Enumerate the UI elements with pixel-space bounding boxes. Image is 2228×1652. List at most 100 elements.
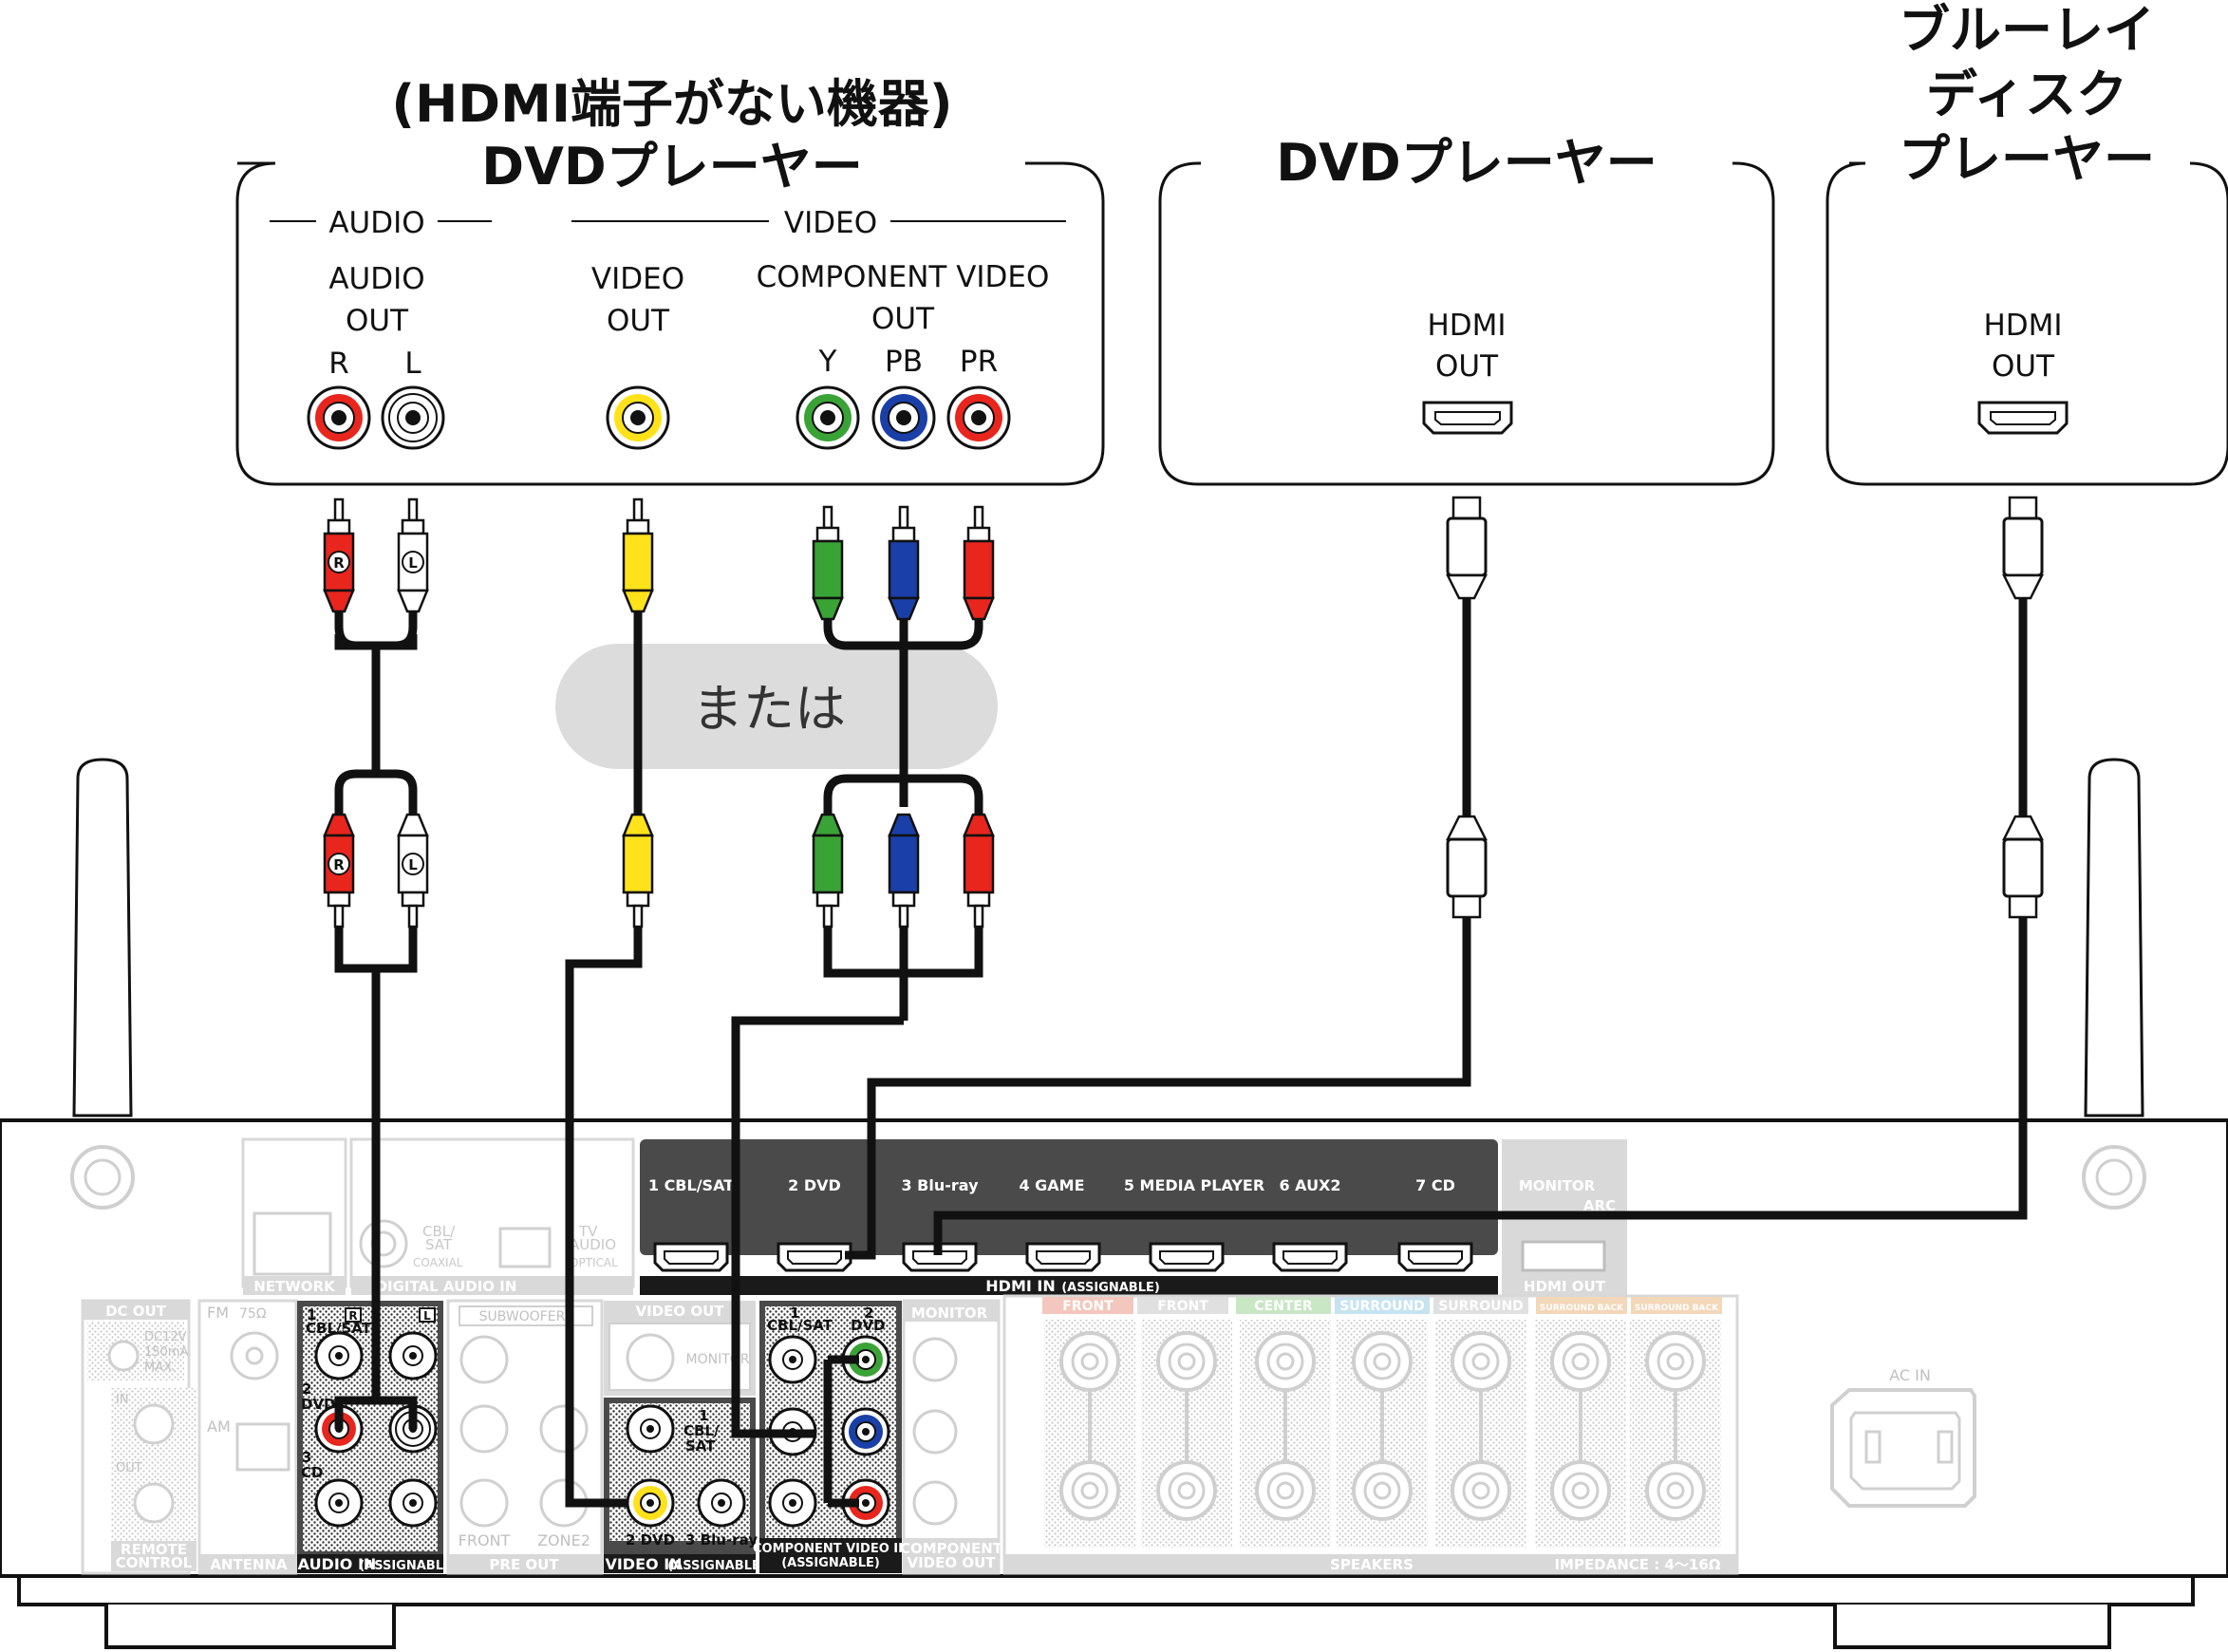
hdmi-in-port-4: 4 GAME [1019,1176,1101,1272]
dvd-analog-title-line2: DVDプレーヤー [481,137,862,197]
cables [334,579,2028,1508]
jack-audio-l [381,385,445,450]
bluray-box [1825,161,2228,486]
subwoofer-label: SUBWOOFER [479,1309,566,1324]
bluray-title-line1: ブルーレイ [1899,0,2155,60]
speaker-group-2: FRONT [1137,1297,1228,1314]
bluray-port-label-1: HDMI [1983,309,2062,343]
svg-text:L: L [408,856,418,873]
plug-hdmi-dvd-top [1445,496,1488,600]
or-bubble [555,644,998,769]
hdmi-in-port-label: 3 Blu-ray [901,1176,979,1194]
comp-in-2-jack-pr [841,1478,890,1528]
speaker-terminal-4 [1337,1320,1428,1548]
comp-in-1-jack-1 [768,1335,817,1384]
bluray-title-line3: プレーヤー [1899,129,2155,189]
audio-in-row1: CBL/SAT [306,1320,372,1337]
ac-in-label: AC IN [1889,1366,1931,1384]
speaker-group-1: FRONT [1042,1297,1133,1314]
speaker-group-label: SURROUND BACK [1635,1304,1719,1313]
dvd-analog-title-line1: (HDMI端子がない機器) [391,74,952,134]
group-video-label: VIDEO [784,206,877,240]
or-label: または [692,679,846,739]
hdmi-out-label: HDMI OUT [1524,1278,1606,1295]
comp-y-label: Y [818,345,837,379]
remote-out-label: OUT [116,1461,142,1475]
dvd-hdmi-port-icon [1422,401,1513,435]
audio-in-r-badge: R [348,1309,357,1323]
speaker-group-label: SURROUND [1339,1299,1425,1314]
video-in-jack-3 [697,1478,746,1528]
audio-in-jack-l-1 [388,1331,438,1380]
optical-label: OPTICAL [570,1256,618,1269]
jack-comp-pb [871,385,936,450]
audio-in-row1-num: 1 [307,1306,316,1323]
fm-label: FM [207,1304,229,1322]
front-preout-label: FRONT [459,1531,511,1549]
audio-out-label-2: OUT [346,304,409,338]
network-label: NETWORK [253,1278,336,1295]
comp-in-assignable: (ASSIGNABLE) [781,1556,880,1570]
receiver: NETWORK CBL/ SAT COAXIAL TV AUDIO OPTICA… [0,758,2228,1649]
hdmi-in-port-3: 3 Blu-ray [901,1176,979,1272]
group-audio-label: AUDIO [328,206,424,240]
pre-out-label: PRE OUT [489,1556,559,1573]
speaker-group-3: CENTER [1236,1297,1331,1314]
dvd-hdmi-port-label-1: HDMI [1427,309,1506,343]
hdmi-in-port-6: 6 AUX2 [1272,1176,1348,1272]
plug-audio-r-top: R [323,497,355,613]
component-out-label-2: OUT [871,302,935,336]
plug-comp-pb-bottom [888,813,920,929]
audio-in-l-badge: L [423,1309,431,1323]
impedance-label: IMPEDANCE : 4〜16Ω [1554,1556,1720,1573]
svg-text:R: R [333,554,345,572]
audio-in-row3: CD [301,1464,323,1481]
bluray-port-label-2: OUT [1992,349,2055,384]
bluray-hdmi-port-icon [1977,401,2069,435]
audio-in-jack-r-3 [314,1478,364,1528]
video-in-assignable: (ASSIGNABLE) [667,1559,766,1573]
speaker-terminal-3 [1240,1320,1331,1548]
video-out-label-1: VIDEO [591,262,684,296]
comp-in-1-num: 1 [790,1305,799,1322]
dvd-hdmi-port-label-2: OUT [1435,349,1499,384]
plug-audio-l-bottom: L [397,813,429,929]
comp-pb-label: PB [885,345,923,379]
comp-out-monitor-label: MONITOR [911,1305,988,1322]
video-in-jack-1 [626,1404,675,1454]
optical-label-2: AUDIO [570,1236,616,1253]
speaker-group-label: FRONT [1062,1299,1114,1314]
antenna-label: ANTENNA [210,1556,288,1573]
audio-l-label: L [404,347,421,381]
coaxial-label: COAXIAL [413,1256,463,1269]
jack-comp-pr [946,385,1011,450]
plug-audio-l-top: L [397,497,429,613]
speaker-group-label: SURROUND BACK [1540,1304,1624,1313]
audio-in-row2-num: 2 [302,1380,311,1398]
comp-in-2-jack-y [841,1335,890,1384]
am-label: AM [207,1417,231,1436]
hdmi-in-port-label: 1 CBL/SAT [648,1176,734,1194]
comp-in-2-label: DVD [851,1317,886,1334]
speaker-terminal-1 [1044,1320,1135,1548]
audio-out-label-1: AUDIO [328,262,424,296]
audio-in-row3-num: 3 [302,1449,311,1466]
speaker-group-5: SURROUND [1433,1297,1528,1314]
comp-in-label: COMPONENT VIDEO IN [753,1542,908,1556]
video-out-monitor-label: MONITOR [686,1352,750,1367]
dvd-hdmi-box [1158,161,1775,486]
hdmi-in-port-1: 1 CBL/SAT [648,1176,734,1272]
hdmi-in-port-label: 5 MEDIA PLAYER [1124,1176,1264,1194]
speaker-terminal-5 [1435,1320,1526,1548]
plug-comp-y-bottom [812,813,844,929]
remote-control-label-2: CONTROL [116,1554,193,1571]
comp-out-label-1: COMPONENT [900,1540,1003,1557]
audio-in-jack-l-3 [388,1478,438,1528]
svg-text:R: R [333,856,345,873]
hdmi-in-port-label: 6 AUX2 [1279,1176,1340,1194]
monitor-label: MONITOR [1519,1177,1596,1194]
digital-audio-in-label: DIGITAL AUDIO IN [376,1278,517,1295]
audio-r-label: R [328,347,349,381]
hdmi-in-assignable: (ASSIGNABLE) [1061,1281,1160,1295]
antenna-right [2084,758,2144,1117]
